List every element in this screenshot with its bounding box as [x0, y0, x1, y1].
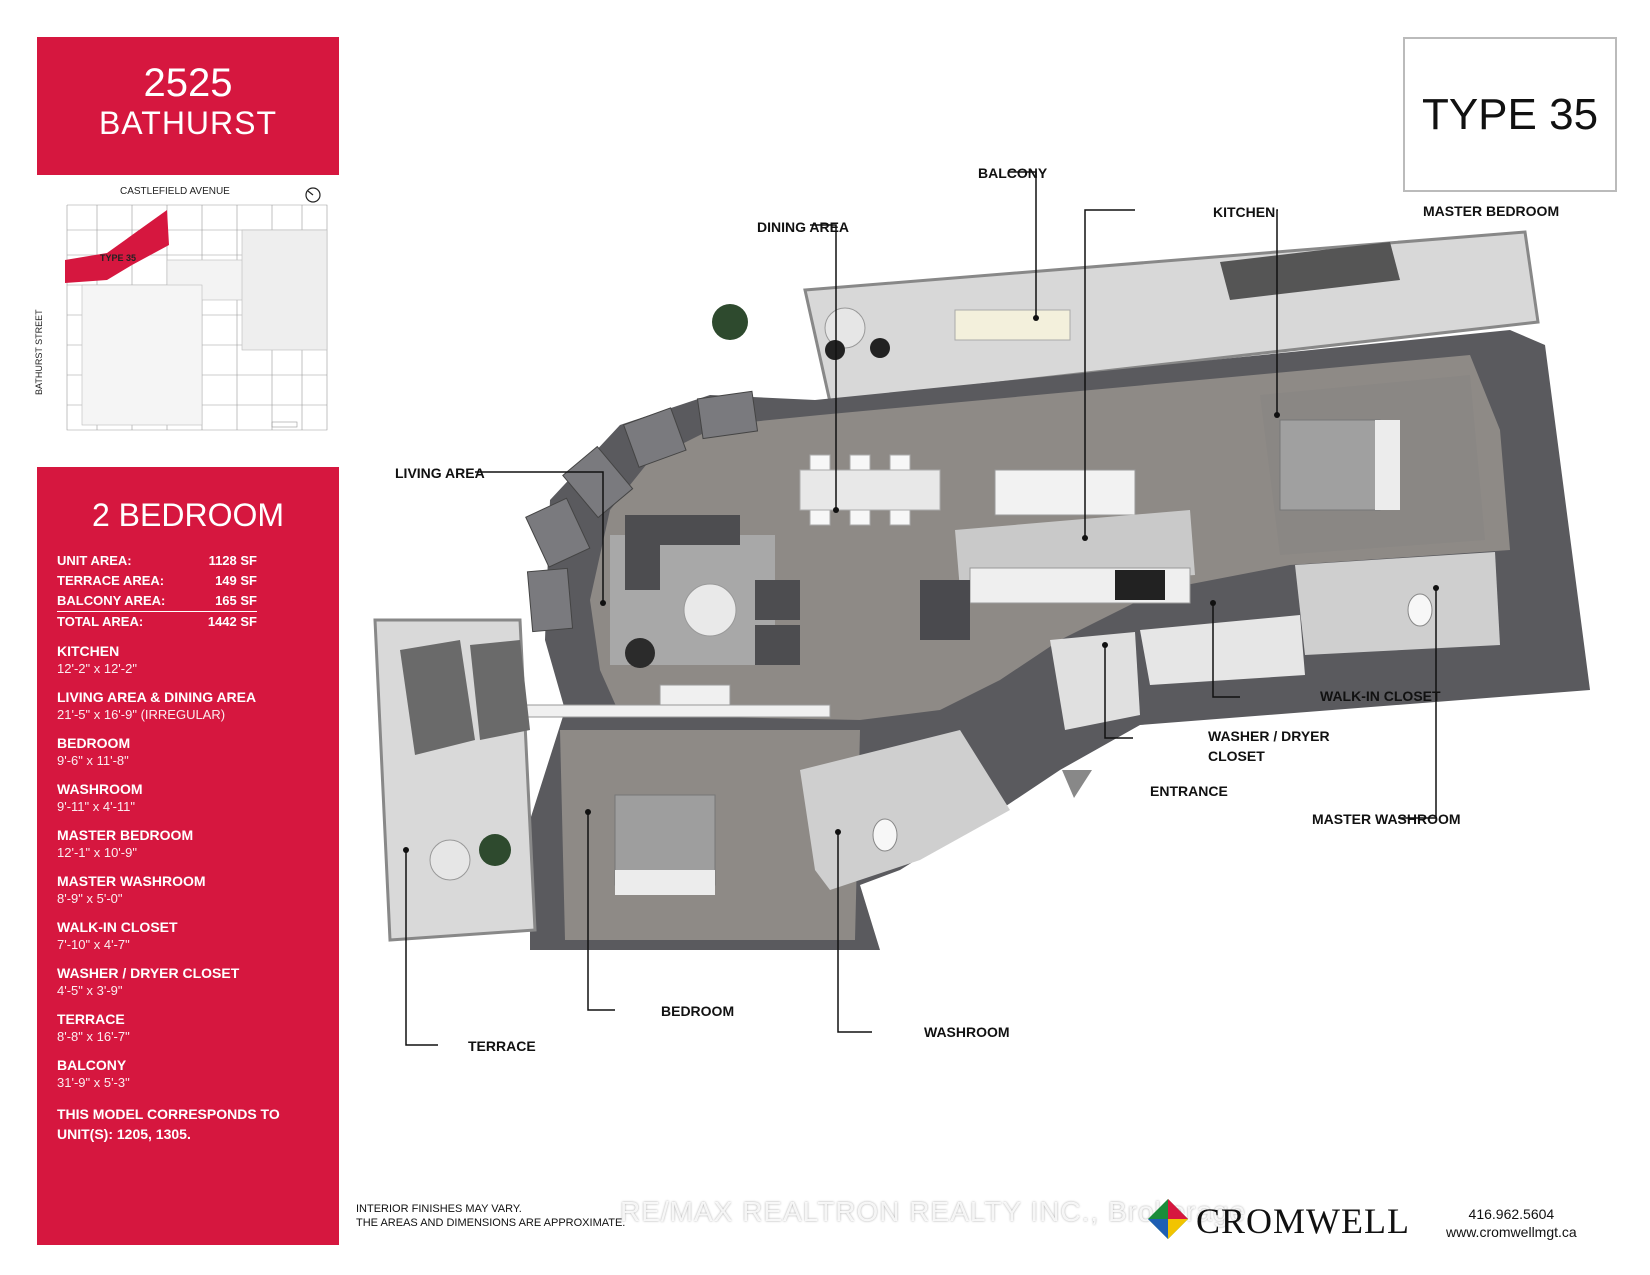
- room-spec: KITCHEN 12'-2" x 12'-2": [57, 642, 339, 678]
- label-dining-area: DINING AREA: [757, 219, 850, 235]
- room-spec: MASTER WASHROOM 8'-9" x 5'-0": [57, 872, 339, 908]
- room-name: LIVING AREA & DINING AREA: [57, 689, 257, 705]
- area-row: BALCONY AREA: 165 SF: [57, 591, 257, 612]
- keyplan-street-side: BATHURST STREET: [34, 309, 44, 395]
- label-washer-dryer-closet: CLOSET: [1208, 748, 1265, 764]
- area-label: TOTAL AREA:: [57, 614, 144, 629]
- room-spec: TERRACE 8'-8" x 16'-7": [57, 1010, 339, 1046]
- area-label: BALCONY AREA:: [57, 593, 166, 608]
- bedroom-count: 2 BEDROOM: [91, 497, 285, 533]
- label-walk-in-closet: WALK-IN CLOSET: [1320, 688, 1441, 704]
- room-name: WALK-IN CLOSET: [57, 919, 178, 935]
- room-spec: LIVING AREA & DINING AREA 21'-5" x 16'-9"…: [57, 688, 339, 724]
- contact-info: 416.962.5604 www.cromwellmgt.ca: [1446, 1205, 1577, 1241]
- building-street: BATHURST: [98, 105, 278, 141]
- website: www.cromwellmgt.ca: [1446, 1224, 1577, 1240]
- floor-plan: [373, 171, 1590, 1046]
- corresponds-note: THIS MODEL CORRESPONDS TO UNIT(S): 1205,…: [57, 1104, 339, 1144]
- label-washer-dryer: WASHER / DRYER: [1208, 728, 1330, 744]
- room-dim: 9'-6" x 11'-8": [57, 753, 129, 768]
- cromwell-logo-text: CROMWELL: [1196, 1201, 1410, 1241]
- key-plan: [37, 185, 339, 450]
- room-dim: 8'-9" x 5'-0": [57, 891, 123, 906]
- corresponds-line: UNIT(S): 1205, 1305.: [57, 1126, 191, 1142]
- keyplan-street-top: CASTLEFIELD AVENUE: [120, 186, 230, 197]
- label-washroom: WASHROOM: [924, 1024, 1010, 1040]
- label-master-washroom: MASTER WASHROOM: [1312, 811, 1461, 827]
- room-dim: 12'-2" x 12'-2": [57, 661, 137, 676]
- room-dim: 9'-11" x 4'-11": [57, 799, 136, 814]
- area-label: TERRACE AREA:: [57, 573, 165, 588]
- area-value: 149 SF: [215, 573, 257, 588]
- label-master-bedroom: MASTER BEDROOM: [1423, 203, 1560, 219]
- building-number: 2525: [143, 61, 233, 105]
- corresponds-line: THIS MODEL CORRESPONDS TO: [57, 1106, 280, 1122]
- disclaimer: INTERIOR FINISHES MAY VARY. THE AREAS AN…: [356, 1202, 625, 1230]
- room-spec: BEDROOM 9'-6" x 11'-8": [57, 734, 339, 770]
- area-value: 1442 SF: [207, 614, 257, 629]
- label-living-area: LIVING AREA: [395, 465, 485, 481]
- room-spec: BALCONY 31'-9" x 5'-3": [57, 1056, 339, 1092]
- room-dim: 31'-9" x 5'-3": [57, 1075, 130, 1090]
- label-balcony: BALCONY: [978, 165, 1048, 181]
- room-dim: 12'-1" x 10'-9": [57, 845, 137, 860]
- room-spec: WALK-IN CLOSET 7'-10" x 4'-7": [57, 918, 339, 954]
- room-name: BEDROOM: [57, 735, 131, 751]
- room-name: MASTER BEDROOM: [57, 827, 194, 843]
- area-table: UNIT AREA: 1128 SF TERRACE AREA: 149 SF …: [57, 551, 257, 632]
- area-row: TERRACE AREA: 149 SF: [57, 571, 257, 591]
- disclaimer-line: INTERIOR FINISHES MAY VARY.: [356, 1203, 522, 1215]
- building-header: 2525 BATHURST: [37, 37, 339, 175]
- room-spec: MASTER BEDROOM 12'-1" x 10'-9": [57, 826, 339, 862]
- room-name: WASHROOM: [57, 781, 143, 797]
- area-row: TOTAL AREA: 1442 SF: [57, 612, 257, 632]
- room-dim: 7'-10" x 4'-7": [57, 937, 130, 952]
- phone: 416.962.5604: [1468, 1206, 1555, 1222]
- room-dim: 8'-8" x 16'-7": [57, 1029, 130, 1044]
- room-name: WASHER / DRYER CLOSET: [57, 965, 240, 981]
- label-bedroom: BEDROOM: [661, 1003, 735, 1019]
- label-kitchen: KITCHEN: [1213, 204, 1276, 220]
- room-dim: 4'-5" x 3'-9": [57, 983, 123, 998]
- unit-type-box: TYPE 35: [1403, 37, 1617, 192]
- label-terrace: TERRACE: [468, 1038, 536, 1054]
- room-name: MASTER WASHROOM: [57, 873, 206, 889]
- room-dim: 21'-5" x 16'-9" (IRREGULAR): [57, 707, 226, 722]
- brokerage-watermark: RE/MAX REALTRON REALTY INC., Brokerage: [620, 1196, 1247, 1227]
- room-name: TERRACE: [57, 1011, 125, 1027]
- room-spec: WASHER / DRYER CLOSET 4'-5" x 3'-9": [57, 964, 339, 1000]
- unit-specs: 2 BEDROOM UNIT AREA: 1128 SF TERRACE ARE…: [37, 467, 339, 1245]
- area-label: UNIT AREA:: [57, 553, 132, 568]
- room-spec: WASHROOM 9'-11" x 4'-11": [57, 780, 339, 816]
- disclaimer-line: THE AREAS AND DIMENSIONS ARE APPROXIMATE…: [356, 1217, 626, 1229]
- label-entrance: ENTRANCE: [1150, 783, 1228, 799]
- area-value: 1128 SF: [208, 553, 257, 568]
- area-value: 165 SF: [215, 593, 257, 608]
- area-row: UNIT AREA: 1128 SF: [57, 551, 257, 571]
- room-name: BALCONY: [57, 1057, 127, 1073]
- cromwell-logo-icon: [1148, 1199, 1188, 1239]
- room-name: KITCHEN: [57, 643, 120, 659]
- keyplan-unit-label: TYPE 35: [100, 253, 137, 263]
